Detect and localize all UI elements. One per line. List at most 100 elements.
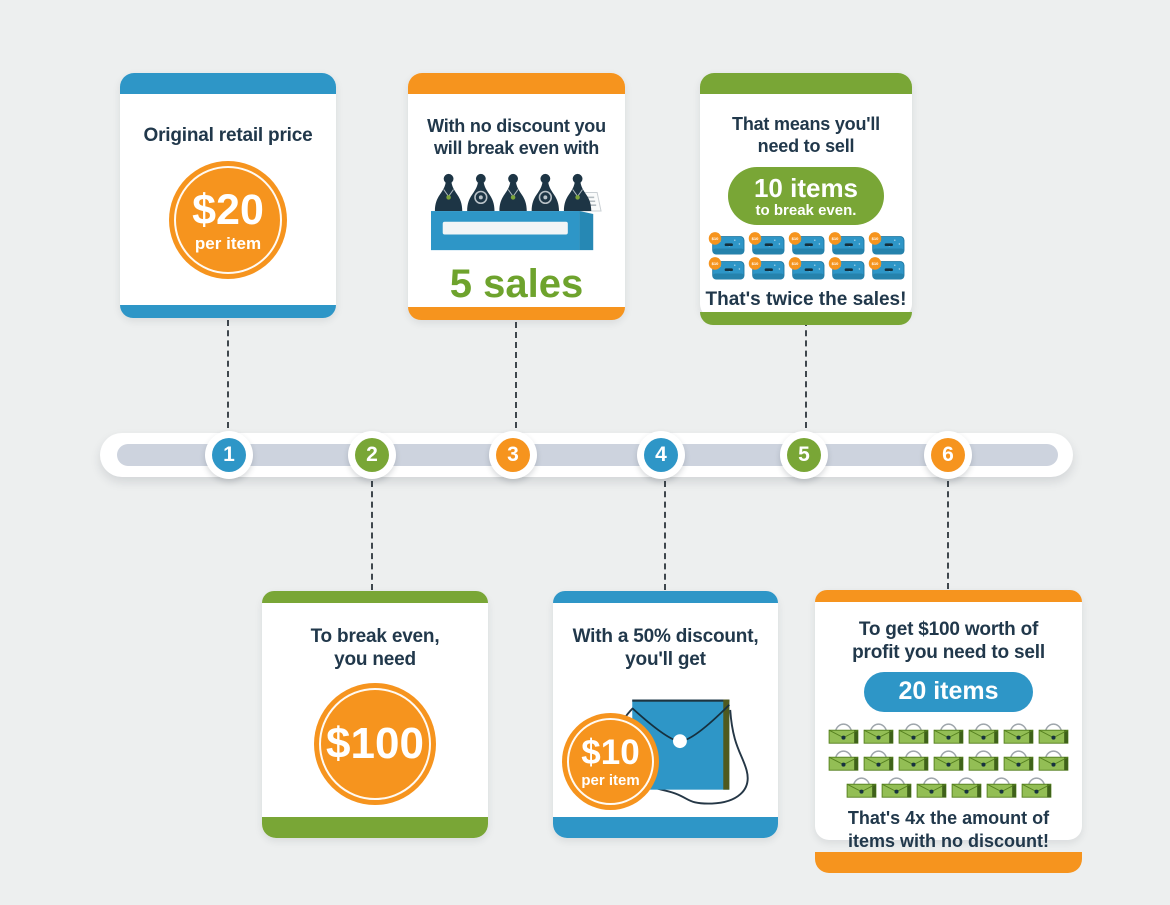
green-handbag-icon (1038, 750, 1069, 772)
sales-result: 5 sales (449, 261, 584, 306)
green-handbag-icon (968, 750, 999, 772)
green-handbag-icon (951, 777, 981, 799)
price-badge: $20 per item (169, 161, 287, 280)
necklace-bust-icon (466, 173, 495, 211)
card-accent-bar (262, 591, 488, 603)
blue-wallet-icon: $10 (828, 257, 864, 280)
price-caption: per item (581, 772, 640, 789)
blue-wallet-icon: $10 (828, 232, 864, 255)
connector-step5 (805, 320, 807, 428)
items-pill-caption: to break even. (755, 201, 857, 219)
blue-wallet-icon: $10 (788, 257, 824, 280)
svg-text:$10: $10 (711, 236, 718, 241)
green-handbag-icon (1021, 777, 1051, 799)
price-tag-icon (828, 257, 841, 270)
connector-step1 (227, 320, 229, 428)
price-tag-icon (868, 257, 881, 270)
necklace-bust-icon (434, 173, 462, 211)
card-title: Original retail price (143, 125, 313, 146)
green-handbag-icon (1003, 723, 1034, 745)
step-circle-4: 4 (637, 431, 685, 479)
card-step2: To break even, you need $100 (262, 591, 488, 838)
timeline-track (117, 444, 1058, 466)
card-footnote: That's twice the sales! (705, 288, 907, 310)
card-step3: With no discount you will break even wit… (408, 73, 625, 320)
price-badge: $10 per item (562, 713, 659, 810)
card-footnote: That's 4x the amount of items with no di… (847, 808, 1050, 851)
connector-step3 (515, 322, 517, 428)
card-accent-bar (700, 311, 912, 325)
green-handbag-icon (933, 750, 964, 772)
card-accent-bar (700, 73, 912, 94)
step-number: 2 (355, 438, 389, 472)
card-accent-bar (120, 305, 336, 318)
green-handbag-icon (898, 750, 929, 772)
blue-wallet-icon: $10 (868, 257, 904, 280)
card-accent-bar (408, 307, 625, 320)
blue-wallet-icon: $10 (748, 232, 784, 255)
price-value: $100 (326, 719, 424, 769)
green-handbag-icon (933, 723, 964, 745)
svg-text:$10: $10 (831, 261, 838, 266)
step-number: 5 (787, 438, 821, 472)
green-handbag-icon (898, 723, 929, 745)
connector-step2 (371, 481, 373, 590)
svg-text:$10: $10 (871, 261, 878, 266)
step-number: 6 (931, 438, 965, 472)
connector-step6 (947, 481, 949, 589)
green-handbag-icon (968, 723, 999, 745)
items-pill-count: 20 items (898, 677, 999, 706)
green-handbag-icon (881, 777, 911, 799)
jewelry-display-counter-icon (430, 173, 602, 251)
green-handbag-icon (828, 723, 859, 745)
step-number: 3 (496, 438, 530, 472)
step-circle-3: 3 (489, 431, 537, 479)
blue-wallet-icon: $10 (708, 232, 744, 255)
step-number: 1 (212, 438, 246, 472)
green-handbag-icon (863, 750, 894, 772)
card-title: To break even, you need (310, 626, 440, 671)
blue-wallet-icon: $10 (708, 257, 744, 280)
price-tag-icon (828, 232, 841, 245)
price-value: $10 (581, 733, 640, 772)
svg-text:$10: $10 (791, 236, 798, 241)
step-circle-5: 5 (780, 431, 828, 479)
card-title: With no discount you will break even wit… (427, 116, 606, 158)
step-circle-1: 1 (205, 431, 253, 479)
card-accent-bar (553, 817, 778, 838)
step-number: 4 (644, 438, 678, 472)
price-caption: per item (194, 233, 262, 253)
handbag-grid (824, 720, 1074, 800)
green-handbag-icon (986, 777, 1016, 799)
card-step5: That means you'll need to sell 10 items … (700, 73, 912, 325)
green-handbag-icon (846, 777, 876, 799)
card-accent-bar (815, 852, 1082, 874)
blue-wallet-icon: $10 (788, 232, 824, 255)
price-tag-icon (708, 257, 721, 270)
connector-step4 (664, 481, 666, 590)
card-step6: To get $100 worth of profit you need to … (815, 590, 1082, 874)
necklace-bust-icon (498, 173, 527, 211)
purse-button (672, 734, 687, 749)
price-value: $20 (192, 185, 264, 234)
blue-wallet-icon: $10 (868, 232, 904, 255)
svg-text:$10: $10 (831, 236, 838, 241)
card-accent-bar (120, 73, 336, 94)
svg-text:$10: $10 (751, 236, 758, 241)
items-pill: 20 items (864, 672, 1033, 713)
price-tag-icon (748, 257, 761, 270)
svg-text:$10: $10 (871, 236, 878, 241)
step-circle-6: 6 (924, 431, 972, 479)
card-step1: Original retail price $20 per item (120, 73, 336, 318)
blue-wallet-icon: $10 (748, 257, 784, 280)
price-tag-icon (788, 257, 801, 270)
svg-text:$10: $10 (711, 261, 718, 266)
svg-text:$10: $10 (751, 261, 758, 266)
step-circle-2: 2 (348, 431, 396, 479)
card-step4: With a 50% discount, you'll get $10 per … (553, 591, 778, 838)
price-tag-icon (748, 232, 761, 245)
card-accent-bar (553, 591, 778, 603)
svg-text:$10: $10 (791, 261, 798, 266)
price-tag-icon (868, 232, 881, 245)
